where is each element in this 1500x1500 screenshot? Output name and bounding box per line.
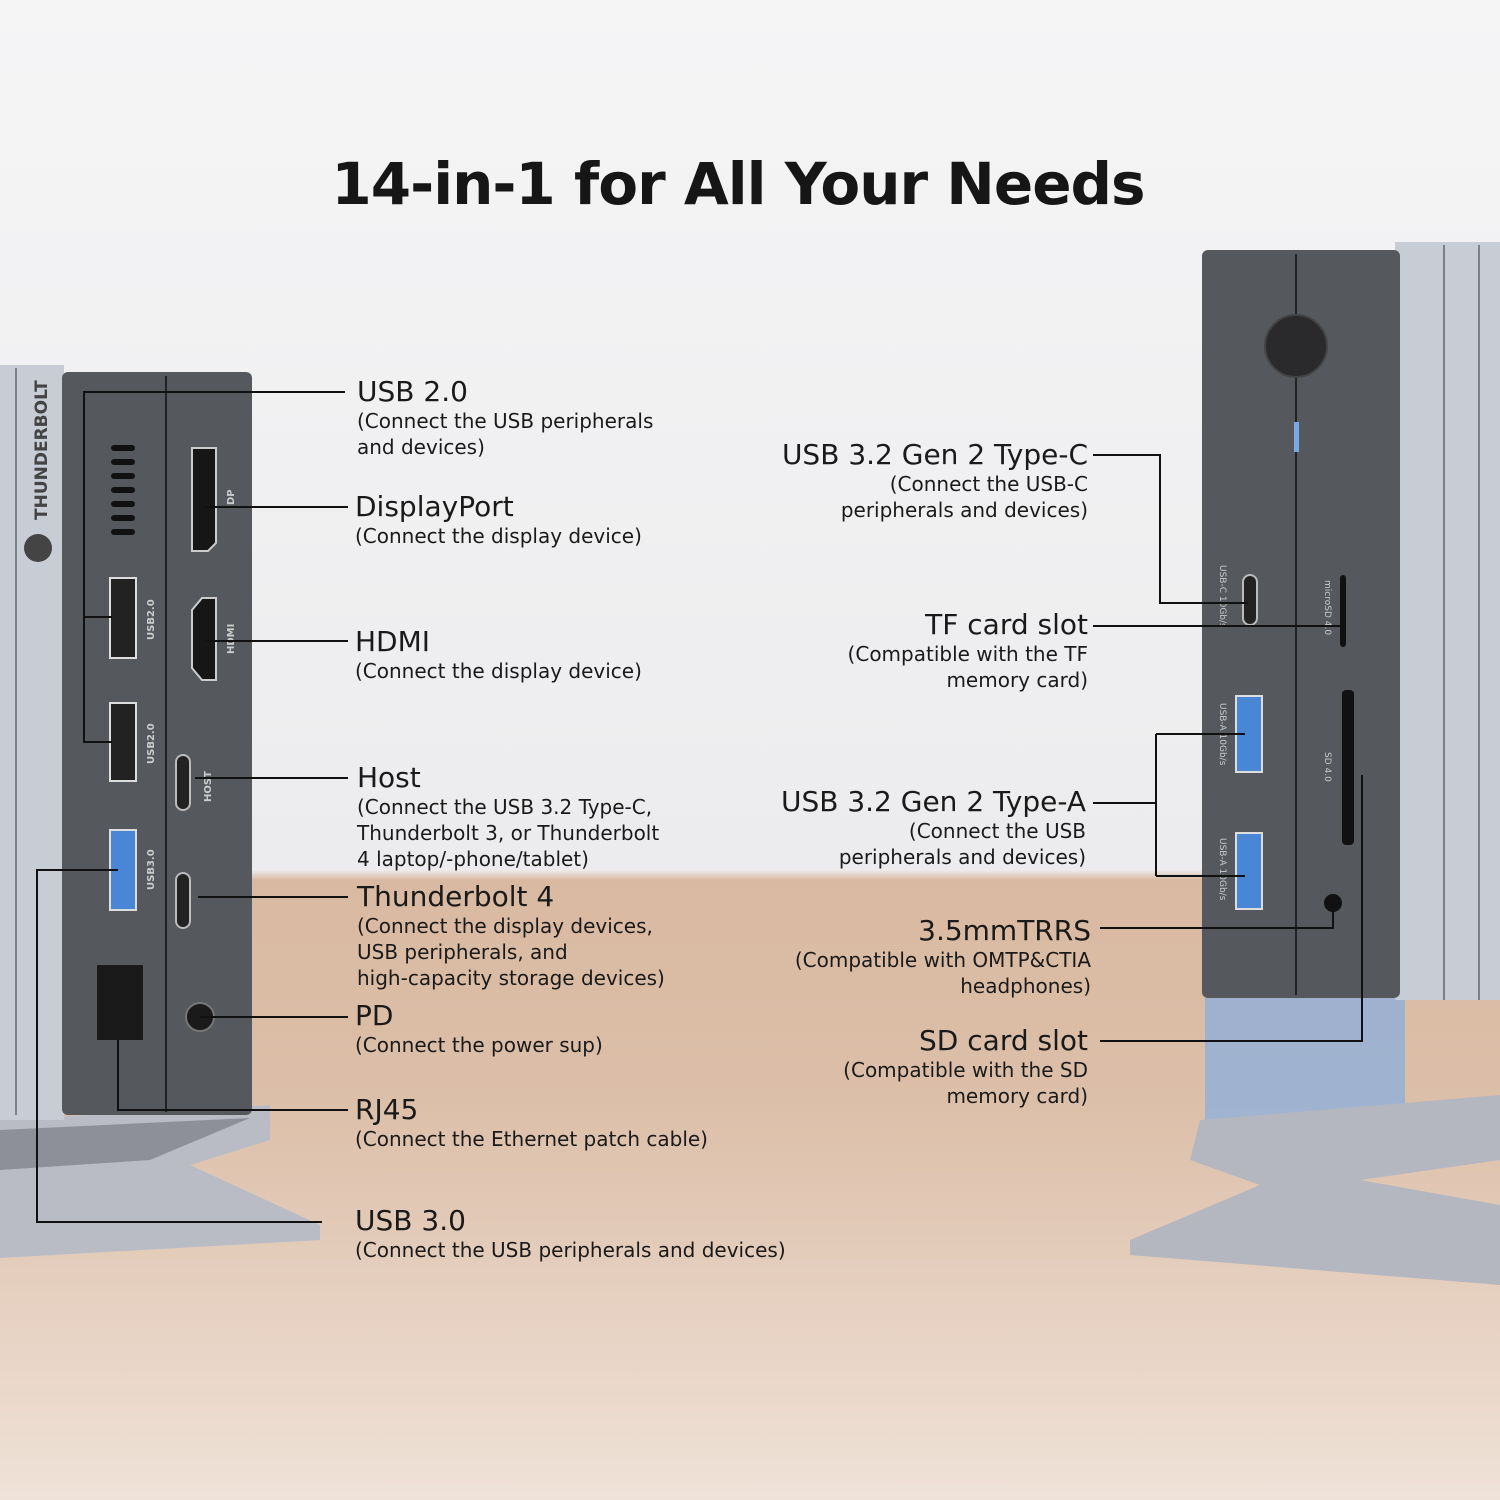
label-desc: (Connect the display devices, — [357, 914, 653, 938]
microsd-slot — [1340, 575, 1346, 647]
label-title: PD — [355, 999, 394, 1032]
label-title: SD card slot — [919, 1024, 1088, 1057]
label-desc: (Compatible with the SD — [843, 1058, 1088, 1082]
label-desc: peripherals and devices) — [840, 498, 1088, 522]
label-pd: PD(Connect the power sup) — [355, 1000, 603, 1058]
port-marking: DP — [226, 489, 237, 505]
label-title: Host — [357, 761, 421, 794]
label-title: HDMI — [355, 625, 431, 658]
usbc-10g-port — [1242, 574, 1258, 626]
port-marking: USB2.0 — [146, 599, 157, 640]
label-desc: Thunderbolt 3, or Thunderbolt — [357, 821, 660, 845]
label-desc: high-capacity storage devices) — [357, 966, 665, 990]
left-dock-device: THUNDERBOLT USB2.0 USB2.0 USB3.0 DP HDMI… — [0, 365, 320, 1258]
port-marking: USB3.0 — [146, 849, 157, 890]
usba-10g-port-2 — [1235, 832, 1263, 910]
right-dock-device: USB-C 10Gb/s USB-A 10Gb/s USB-A 10Gb/s m… — [1130, 242, 1500, 1285]
label-desc: (Connect the USB peripherals and devices… — [355, 1238, 786, 1262]
label-title: Thunderbolt 4 — [357, 880, 555, 913]
label-title: TF card slot — [925, 608, 1088, 641]
label-title: USB 2.0 — [357, 375, 468, 408]
port-marking: USB-A 10Gb/s — [1217, 838, 1227, 901]
label-desc: (Connect the display device) — [355, 524, 642, 548]
led-indicator — [1294, 422, 1299, 452]
power-button — [1264, 314, 1328, 378]
usb2-port-2 — [109, 702, 137, 782]
label-title: 3.5mmTRRS — [918, 914, 1091, 947]
label-desc: and devices) — [357, 435, 485, 459]
port-marking: HDMI — [226, 624, 237, 654]
label-title: USB 3.2 Gen 2 Type-C — [781, 438, 1088, 471]
label-desc: peripherals and devices) — [838, 845, 1086, 869]
label-title: RJ45 — [355, 1093, 419, 1126]
label-title: DisplayPort — [355, 490, 514, 523]
port-marking: microSD 4.0 — [1322, 580, 1332, 635]
label-host: Host(Connect the USB 3.2 Type-C,Thunderb… — [357, 762, 659, 872]
label-desc: memory card) — [946, 1084, 1088, 1108]
thunderbolt-logo-icon — [24, 534, 52, 562]
thunderbolt-brand-text: THUNDERBOLT — [32, 380, 52, 520]
hdmi-port — [191, 597, 217, 681]
port-marking: SD 4.0 — [1322, 752, 1332, 782]
label-desc: USB peripherals, and — [357, 940, 568, 964]
displayport-port — [191, 447, 217, 552]
label-desc: headphones) — [960, 974, 1091, 998]
label-desc: (Connect the USB peripherals — [357, 409, 654, 433]
thunderbolt4-port — [175, 872, 191, 929]
label-thunderbolt4: Thunderbolt 4(Connect the display device… — [357, 881, 665, 991]
rj45-port — [97, 965, 143, 1040]
host-usbc-port — [175, 754, 191, 811]
label-title: USB 3.0 — [355, 1204, 466, 1237]
label-desc: (Connect the display device) — [355, 659, 642, 683]
label-desc: memory card) — [946, 668, 1088, 692]
page-title: 14-in-1 for All Your Needs — [331, 150, 1145, 218]
label-desc: (Connect the power sup) — [355, 1033, 603, 1057]
label-desc: 4 laptop/-phone/tablet) — [357, 847, 589, 871]
label-desc: (Connect the USB — [908, 819, 1086, 843]
label-title: USB 3.2 Gen 2 Type-A — [780, 785, 1086, 818]
label-desc: (Connect the USB 3.2 Type-C, — [357, 795, 653, 819]
label-hdmi: HDMI(Connect the display device) — [355, 626, 642, 684]
label-desc: (Compatible with the TF — [847, 642, 1088, 666]
label-displayport: DisplayPort(Connect the display device) — [355, 491, 642, 549]
port-marking: USB-C 10Gb/s — [1217, 565, 1227, 628]
port-marking: USB2.0 — [146, 723, 157, 764]
label-desc: (Compatible with OMTP&CTIA — [794, 948, 1091, 972]
leader-lines — [36, 391, 1363, 1223]
label-desc: (Connect the Ethernet patch cable) — [355, 1127, 708, 1151]
sd-slot — [1342, 690, 1354, 845]
audio-jack — [1324, 894, 1342, 912]
label-usb3: USB 3.0(Connect the USB peripherals and … — [355, 1205, 786, 1263]
label-desc: (Connect the USB-C — [889, 472, 1088, 496]
port-marking: HOST — [203, 771, 214, 802]
label-rj45: RJ45(Connect the Ethernet patch cable) — [355, 1094, 708, 1152]
usb2-port-1 — [109, 577, 137, 659]
